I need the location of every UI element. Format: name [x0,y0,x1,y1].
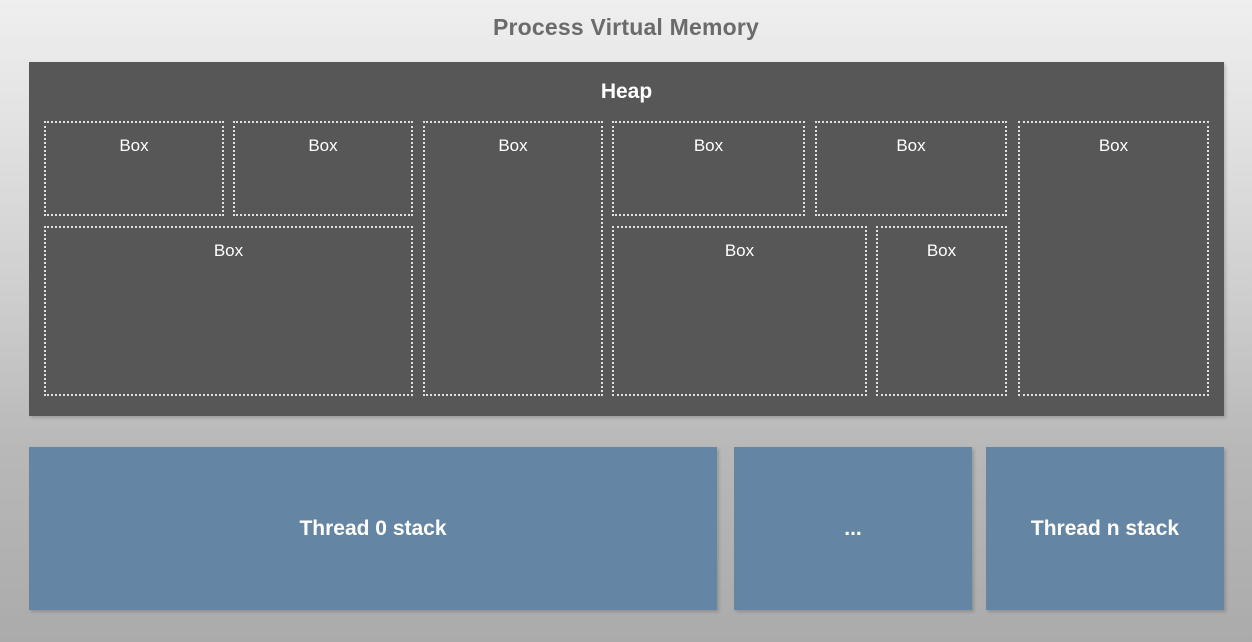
heap-box-label: Box [926,241,957,260]
heap-box: Box [876,226,1007,396]
heap-box: Box [612,121,805,216]
thread-stack: Thread n stack [986,447,1224,610]
heap-box-label: Box [1098,136,1129,155]
heap-box: Box [815,121,1007,216]
page-title: Process Virtual Memory [492,14,760,40]
heap-box-label: Box [119,136,149,155]
heap-box: Box [612,226,867,396]
thread-stack-label: Thread 0 stack [299,516,447,540]
heap-box-label: Box [693,136,724,155]
heap-box-label: Box [896,136,926,155]
thread-stack-label: ... [844,516,862,540]
heap-title: Heap [600,80,653,103]
heap-box-label: Box [724,241,755,260]
heap-box: Box [44,121,224,216]
heap-box: Box [44,226,413,396]
thread-stack-label: Thread n stack [1030,516,1180,540]
heap-box: Box [233,121,413,216]
thread-stack: ... [734,447,972,610]
thread-stack: Thread 0 stack [29,447,717,610]
heap-box-label: Box [308,136,338,155]
heap-box: Box [423,121,603,396]
heap-box-label: Box [498,136,528,155]
heap-box-label: Box [213,241,244,260]
heap-box: Box [1018,121,1209,396]
